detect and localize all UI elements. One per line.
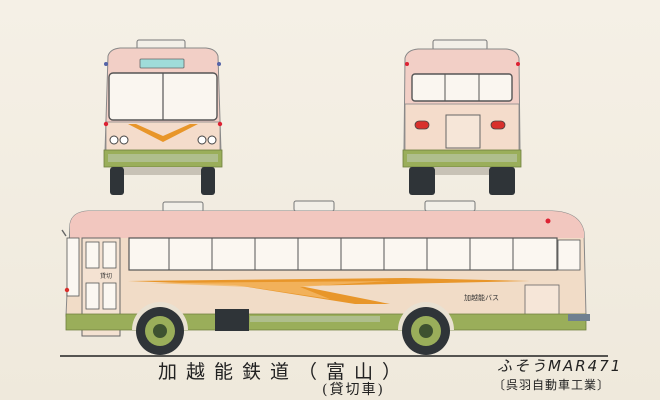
- body-maker: 〔呉羽自動車工業〕: [493, 378, 611, 392]
- bus-model: ふそうMAR471: [497, 357, 623, 375]
- bus-side-label: 加越能バス: [464, 293, 499, 302]
- bus-front-view: [103, 39, 223, 195]
- bus-door-label: 貸切: [100, 272, 112, 280]
- bus-side-view: [61, 200, 590, 355]
- bus-rear-view: [402, 39, 522, 195]
- charter-subtitle: (貸切車): [322, 382, 385, 398]
- operator-title: 加越能鉄道（富山）: [158, 361, 411, 383]
